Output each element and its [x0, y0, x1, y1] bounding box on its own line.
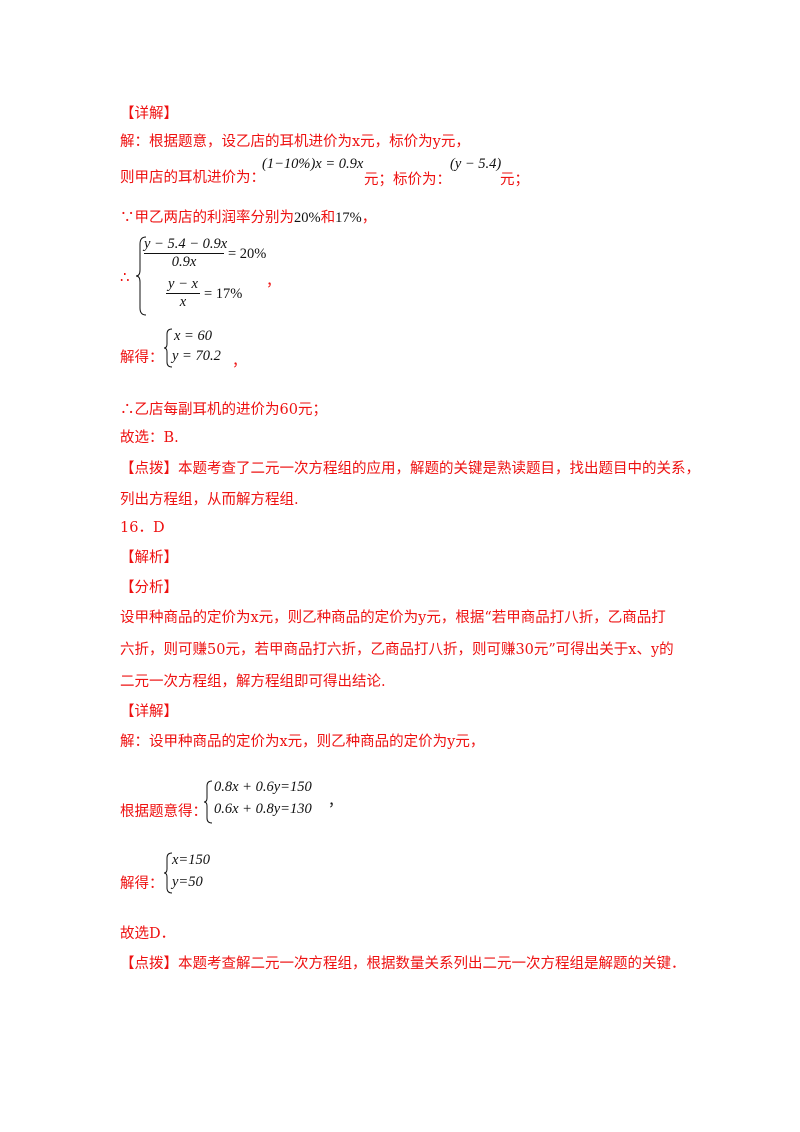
system2-eq2: 0.6x + 0.8y=130 [214, 801, 312, 817]
eq1-numerator: y − 5.4 − 0.9x [144, 236, 228, 252]
left-brace-1 [136, 236, 147, 316]
analysis-line2: 六折，则可赚50元，若甲商品打六折，乙商品打八折，则可赚30元”可得出关于x、y… [120, 642, 674, 658]
analysis-line1: 设甲种商品的定价为x元，则乙种商品的定价为y元，根据“若甲商品打八折，乙商品打 [120, 610, 666, 626]
eq2-fraction: y − x x [166, 276, 200, 311]
question-number-16: 16．D [120, 520, 165, 536]
rate-20: 20% [294, 210, 321, 226]
price-suffix: 元； [500, 172, 529, 188]
fenxi-heading: 【分析】 [120, 580, 178, 596]
tip-2: 【点拨】本题考查解二元一次方程组，根据数量关系列出二元一次方程组是解题的关键． [120, 956, 686, 972]
rate-17: 17% [335, 210, 362, 226]
left-brace-3 [204, 780, 213, 824]
eq2-denominator: x [166, 293, 200, 311]
detail-heading-2: 【详解】 [120, 704, 178, 720]
system2-comma: ， [328, 794, 343, 810]
rate-and: 和 [320, 210, 336, 226]
cost-expression: (1−10%)x = 0.9x [262, 156, 364, 172]
choice-1: 故选：B. [120, 430, 179, 446]
solution1-comma: ， [232, 354, 247, 370]
eq2-numerator: y − x [168, 276, 198, 292]
price-expression: (y − 5.4) [450, 156, 502, 172]
eq1-rhs: = 20% [228, 246, 267, 262]
eq1-denominator: 0.9x [144, 253, 224, 271]
solution2-x: x=150 [172, 852, 210, 868]
profit-rate-line: ∵甲乙两店的利润率分别为20%和17%， [120, 208, 376, 228]
jiexi-heading: 【解析】 [120, 550, 178, 566]
eq1-fraction: y − 5.4 − 0.9x 0.9x [144, 236, 228, 271]
eq2-rhs: = 17% [204, 286, 243, 302]
solve-label-2: 解得： [120, 876, 164, 892]
analysis-line3: 二元一次方程组，解方程组即可得出结论. [120, 674, 386, 690]
detail-heading-1: 【详解】 [120, 106, 178, 122]
cost-prefix: 则甲店的耳机进价为： [120, 170, 265, 186]
cost-line: 则甲店的耳机进价为： [120, 168, 265, 188]
conclusion-1: ∴乙店每副耳机的进价为60元； [120, 402, 327, 418]
therefore-symbol: ∴ [120, 268, 130, 286]
solve-label-1: 解得： [120, 350, 164, 366]
solution-intro-2: 解：设甲种商品的定价为x元，则乙种商品的定价为y元， [120, 734, 485, 750]
rate-comma: ， [361, 210, 377, 226]
solution2-y: y=50 [172, 874, 203, 890]
cost-mid-text: 元；标价为： [364, 172, 451, 188]
solution1-y: y = 70.2 [172, 348, 221, 364]
choice-2: 故选D． [120, 926, 176, 942]
left-brace-4 [164, 852, 173, 894]
solution-intro-1: 解：根据题意，设乙店的耳机进价为x元，标价为y元， [120, 134, 470, 150]
profit-rate-prefix: ∵甲乙两店的利润率分别为 [120, 210, 294, 226]
eq-label-2: 根据题意得： [120, 804, 207, 820]
system1-comma: ， [266, 274, 281, 290]
solution1-x: x = 60 [174, 328, 212, 344]
system2-eq1: 0.8x + 0.6y=150 [214, 779, 312, 795]
left-brace-2 [164, 328, 173, 368]
tip-1-line2: 列出方程组，从而解方程组. [120, 492, 299, 508]
tip-1-line1: 【点拨】本题考查了二元一次方程组的应用，解题的关键是熟读题目，找出题目中的关系， [120, 461, 700, 477]
